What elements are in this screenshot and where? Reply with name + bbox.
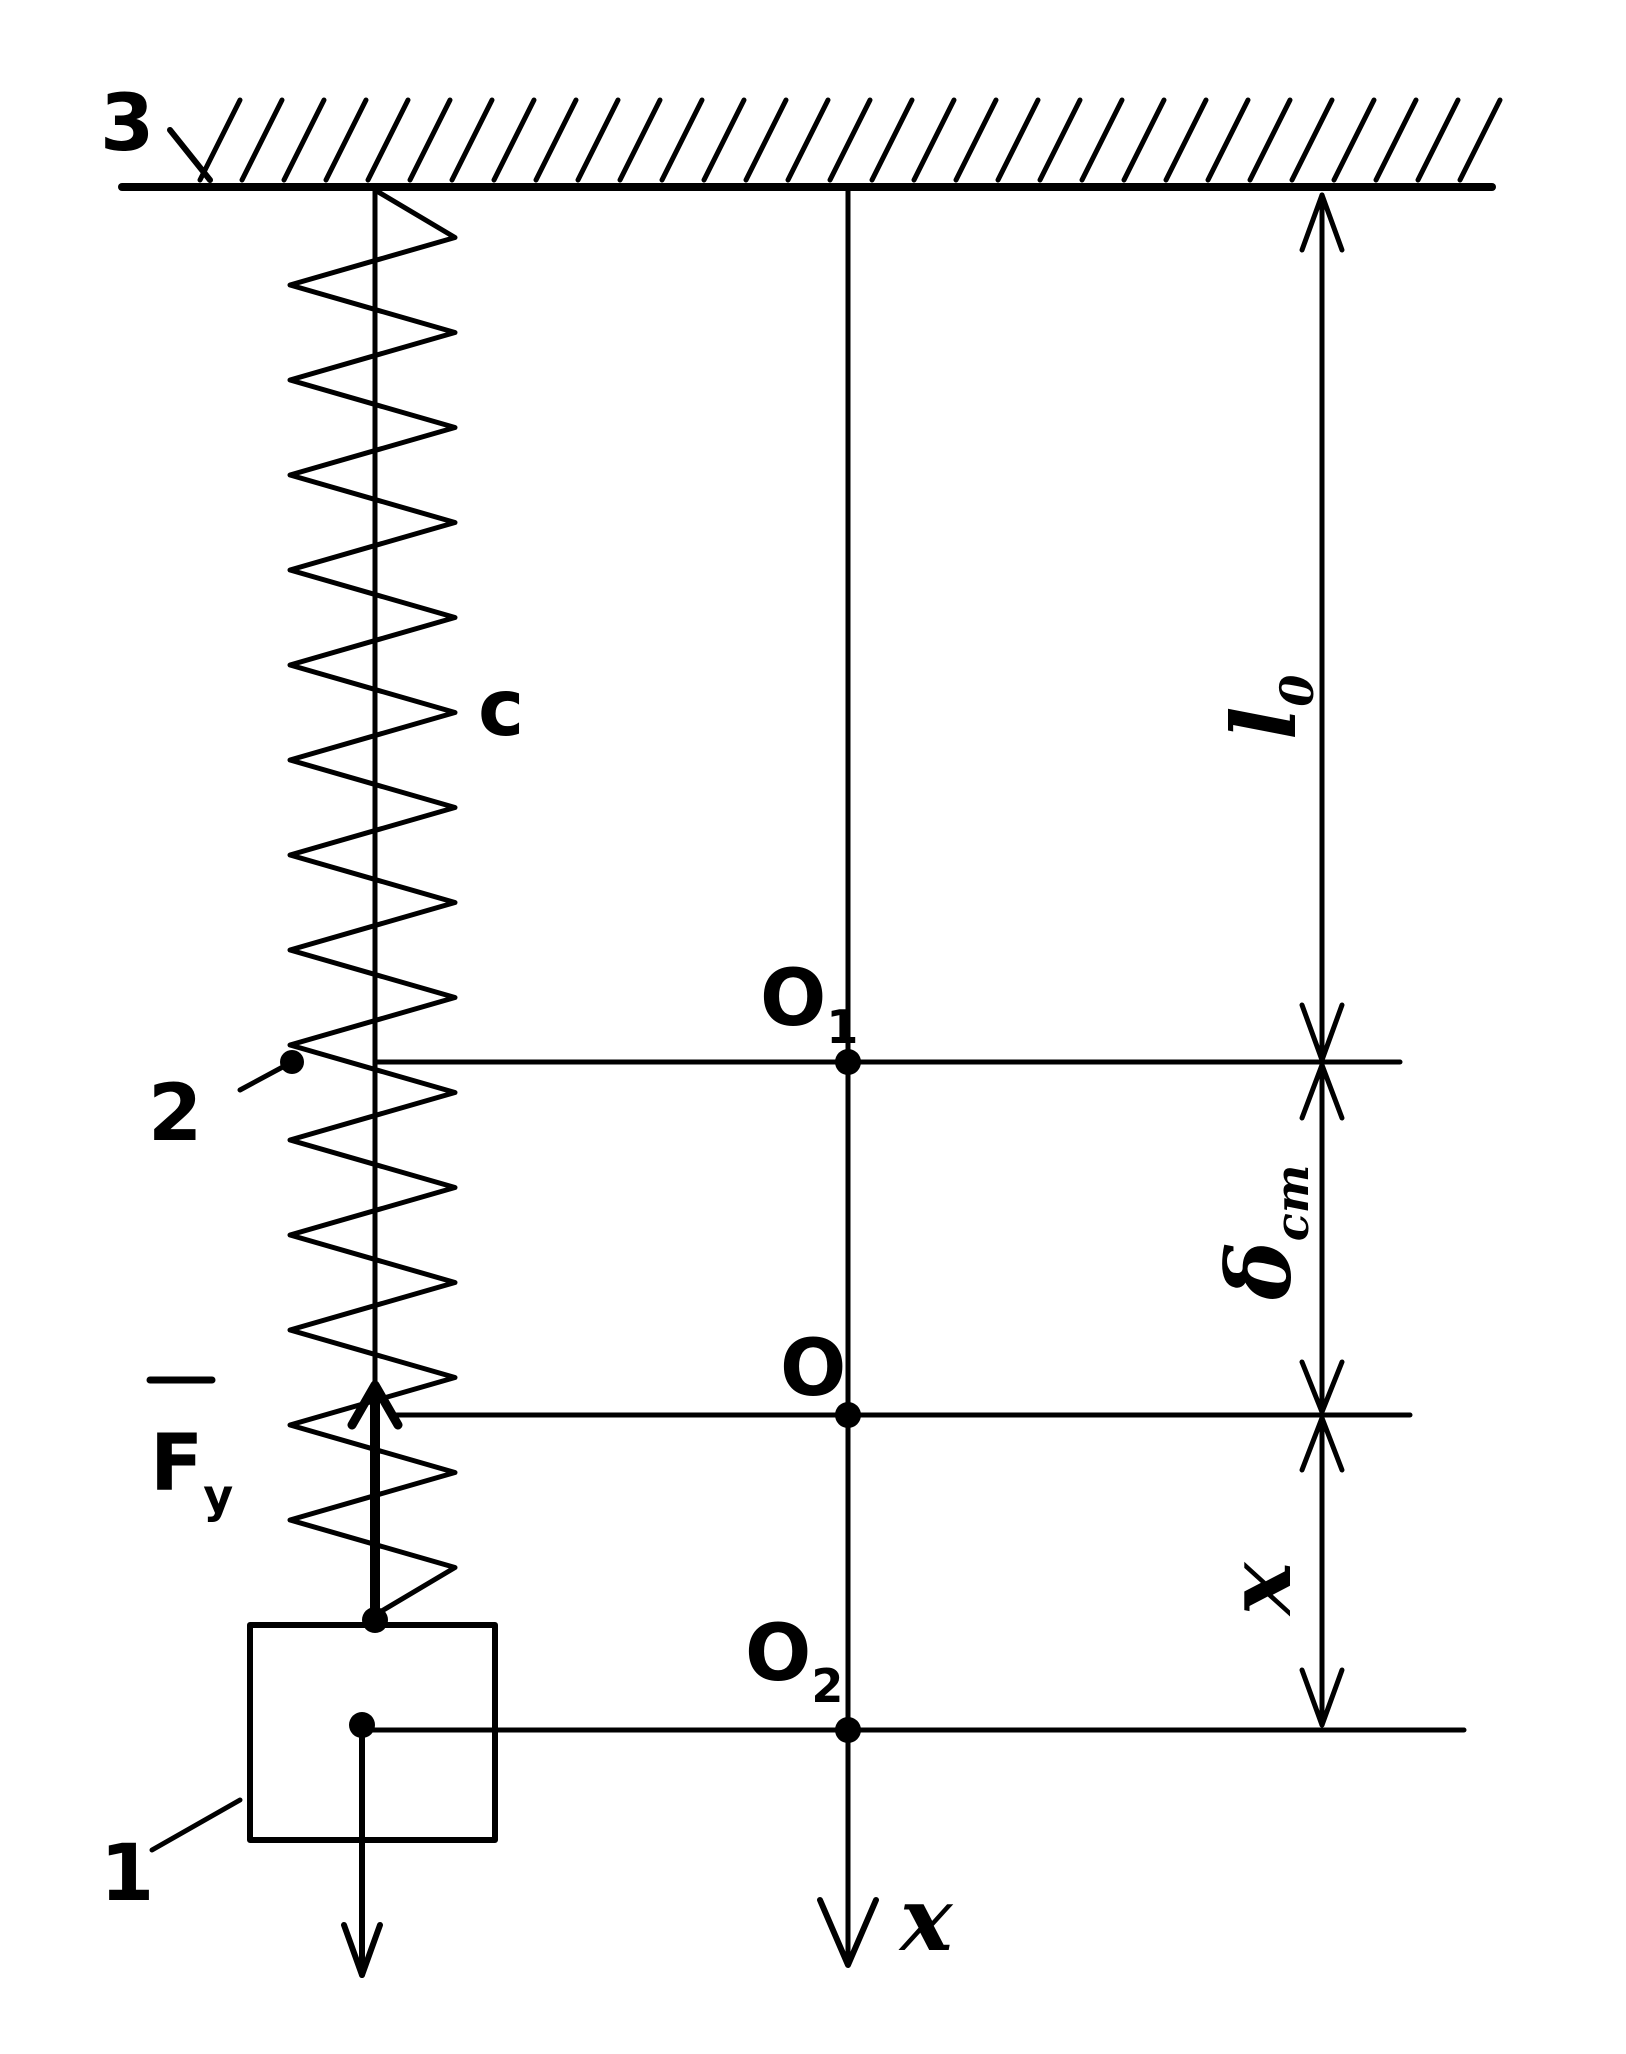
label-point-o1: O1: [760, 954, 858, 1054]
hatch-stroke: [449, 97, 495, 183]
hatch-stroke: [533, 97, 579, 183]
hatch-stroke: [1079, 97, 1125, 183]
hatch-stroke: [1037, 97, 1083, 183]
dimension-line: [1299, 192, 1345, 1728]
hatch-stroke: [785, 97, 831, 183]
label-deflection-sub: ст: [1265, 1165, 1319, 1242]
hatch-stroke: [617, 97, 663, 183]
label-point-o1-sub: 1: [826, 1000, 858, 1054]
hatch-stroke: [659, 97, 705, 183]
l0-arrow-top: [1299, 192, 1345, 253]
label-deflection: δст: [1207, 1165, 1319, 1301]
label-stiffness: c: [478, 664, 524, 754]
point-o: [835, 1402, 861, 1428]
label-axis: x: [898, 1867, 954, 1971]
hatch-stroke: [365, 97, 411, 183]
label-force: Fy: [150, 1419, 233, 1523]
hatch-stroke: [827, 97, 873, 183]
hatch-stroke: [953, 97, 999, 183]
label-length-sub: 0: [1270, 675, 1324, 707]
label-point-o: O: [780, 1324, 846, 1414]
hatch-stroke: [1289, 97, 1335, 183]
label-point-o2-main: O: [745, 1609, 811, 1699]
label-deflection-main: δ: [1207, 1241, 1311, 1301]
x-arrow-top: [1299, 1415, 1345, 1473]
label-point-o2: O2: [745, 1609, 843, 1713]
delta-arrow-top: [1299, 1062, 1345, 1121]
hatch-stroke: [701, 97, 747, 183]
gravity-vector-arrow-head: [341, 1922, 383, 1978]
l0-arrow-bottom: [1299, 1002, 1345, 1063]
hatch-stroke: [281, 97, 327, 183]
label-force-sub: y: [203, 1469, 233, 1523]
x-arrow-bottom: [1299, 1667, 1345, 1728]
body-1: [149, 1622, 498, 1978]
hatch-stroke: [995, 97, 1041, 183]
axis-arrow-head: [817, 1897, 879, 1968]
hatch-stroke: [1457, 97, 1503, 183]
label-point-o2-sub: 2: [811, 1659, 843, 1713]
label-displacement: x: [1207, 1561, 1311, 1617]
ceiling-hatching: [197, 97, 1503, 183]
coordinate-axis: [817, 184, 879, 1968]
label-length: l0: [1212, 675, 1324, 740]
label-ceiling: 3: [100, 79, 154, 169]
hatch-stroke: [1415, 97, 1461, 183]
hatch-stroke: [911, 97, 957, 183]
hatch-stroke: [1331, 97, 1377, 183]
spring-zigzag: [287, 187, 458, 1618]
elastic-force-vector: [347, 1380, 403, 1633]
label-force-main: F: [150, 1419, 203, 1509]
ceiling-leader-line: [167, 127, 213, 183]
label-body: 1: [100, 1829, 154, 1919]
hatch-stroke: [239, 97, 285, 183]
point-o1: [835, 1049, 861, 1075]
hatch-stroke: [323, 97, 369, 183]
label-point-o1-main: O: [760, 954, 826, 1044]
hatch-stroke: [407, 97, 453, 183]
hatch-stroke: [575, 97, 621, 183]
hatch-stroke: [1205, 97, 1251, 183]
hatch-stroke: [197, 97, 243, 183]
spring-point-2-leader: [237, 1059, 295, 1093]
hatch-stroke: [1247, 97, 1293, 183]
spring-attachment-point: [362, 1607, 388, 1633]
delta-arrow-bottom: [1299, 1359, 1345, 1415]
hatch-stroke: [869, 97, 915, 183]
label-spring-point: 2: [148, 1069, 202, 1159]
ceiling-support: [118, 97, 1503, 191]
hatch-stroke: [1163, 97, 1209, 183]
force-vector-arrow-head: [347, 1380, 403, 1430]
hatch-stroke: [491, 97, 537, 183]
hatch-stroke: [1373, 97, 1419, 183]
hatch-stroke: [1121, 97, 1167, 183]
body-leader-line: [149, 1797, 243, 1853]
label-length-main: l: [1212, 707, 1316, 740]
hatch-stroke: [743, 97, 789, 183]
body-box: [247, 1622, 498, 1843]
point-o2: [835, 1717, 861, 1743]
